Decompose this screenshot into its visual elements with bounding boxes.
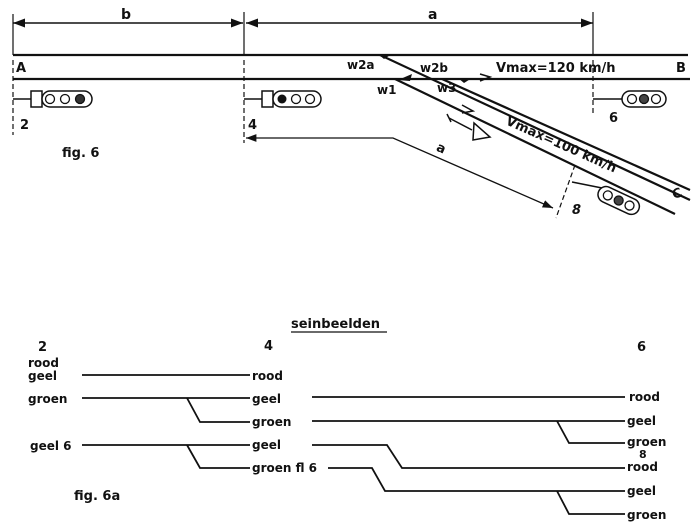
track-label-c: C bbox=[670, 185, 684, 202]
col4-aspect-groen-fl6: groen fl 6 bbox=[252, 461, 317, 475]
col4-aspect-geel: geel bbox=[252, 392, 281, 406]
col4-aspect-rood: rood bbox=[252, 369, 283, 383]
switch-label-w3: w3 bbox=[437, 81, 456, 95]
direction-arrow-main bbox=[479, 73, 493, 82]
dim-label-a-top: a bbox=[428, 7, 437, 23]
conn-8geel-8groen bbox=[556, 490, 625, 515]
col4-header: 4 bbox=[264, 339, 273, 354]
diagonal-rail bbox=[441, 77, 691, 192]
signal-6-label: 6 bbox=[609, 111, 618, 126]
conn-4groenfl6-8geel bbox=[328, 467, 625, 492]
col6-aspect-geel: geel bbox=[627, 414, 656, 428]
speed-label-main: Vmax=120 km/h bbox=[496, 61, 616, 76]
col6-aspect-rood: rood bbox=[629, 390, 660, 404]
seinbeelden-title: seinbeelden bbox=[291, 317, 380, 332]
signal-2-label: 2 bbox=[20, 118, 29, 133]
col8-aspect-geel: geel bbox=[627, 484, 656, 498]
dim-label-a-diag: a bbox=[434, 140, 448, 157]
direction-arrow-branch bbox=[461, 104, 476, 114]
col6-header: 6 bbox=[637, 340, 646, 355]
conn-4geel-8rood bbox=[312, 444, 625, 469]
switch-w1-frog bbox=[398, 74, 412, 81]
conn-2geel6-4groenfl6 bbox=[186, 444, 250, 469]
dim-line-a-diag bbox=[246, 134, 554, 209]
col8-aspect-rood: rood bbox=[627, 460, 658, 474]
col8-aspect-groen: groen bbox=[627, 508, 666, 522]
col2-aspect-rood: rood bbox=[28, 356, 59, 370]
signal-8-post bbox=[555, 164, 576, 219]
signal-4-label: 4 bbox=[248, 118, 257, 133]
switch-label-w2b: w2b bbox=[420, 61, 448, 75]
col2-aspect-geel6: geel 6 bbox=[30, 439, 72, 453]
col4-aspect-geel-2: geel bbox=[252, 438, 281, 452]
track-label-b: B bbox=[676, 61, 686, 76]
dim-label-b: b bbox=[121, 7, 131, 23]
switch-w3-frog bbox=[458, 78, 472, 83]
switch-label-w2a: w2a bbox=[347, 58, 375, 72]
col6-aspect-groen: groen bbox=[627, 435, 666, 449]
signal-2 bbox=[13, 90, 93, 108]
col2-aspect-geel: geel bbox=[28, 369, 57, 383]
col4-aspect-groen: groen bbox=[252, 415, 291, 429]
signal-4 bbox=[244, 90, 322, 108]
signal-6 bbox=[593, 90, 667, 108]
track-label-a: A bbox=[16, 61, 26, 76]
speed-indicator-arrow bbox=[446, 113, 492, 141]
speed-label-branch: Vmax=100 km/h bbox=[503, 114, 618, 176]
signal-8-label: 8 bbox=[572, 203, 581, 218]
fig6-caption: fig. 6 bbox=[62, 146, 99, 161]
col2-header: 2 bbox=[38, 340, 47, 355]
conn-4groen-6groen bbox=[556, 420, 625, 444]
col8-header: 8 bbox=[639, 448, 647, 461]
switch-w2a-frog bbox=[378, 54, 392, 59]
signal-8 bbox=[571, 181, 641, 216]
branch-rail-1 bbox=[379, 54, 691, 201]
fig6a-caption: fig. 6a bbox=[74, 489, 120, 504]
col2-aspect-groen: groen bbox=[28, 392, 67, 406]
conn-2groen-4groen bbox=[186, 397, 250, 423]
switch-label-w1: w1 bbox=[377, 83, 396, 97]
